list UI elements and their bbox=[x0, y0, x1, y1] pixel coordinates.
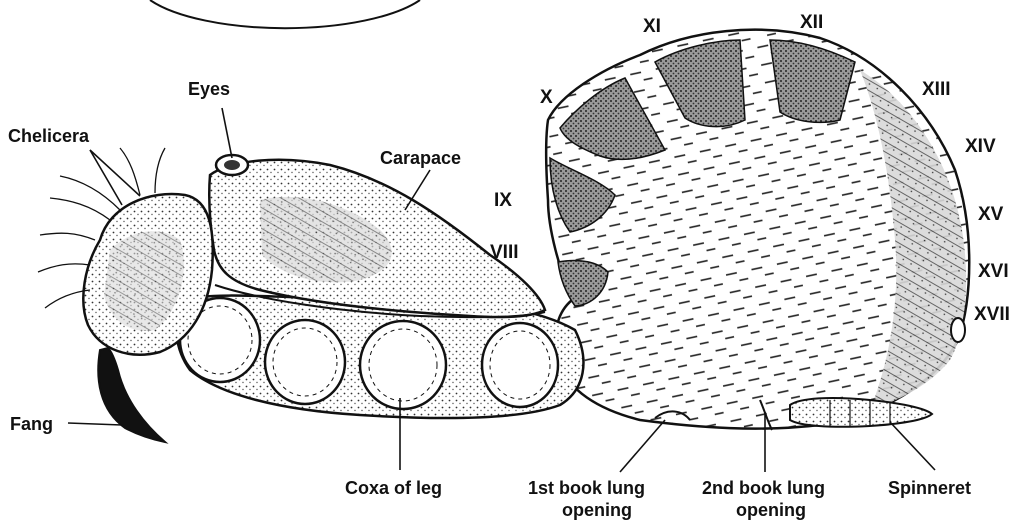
coxa-4 bbox=[482, 323, 558, 407]
label-book-lung-1-line1: 1st book lung bbox=[528, 478, 645, 498]
coxa-2 bbox=[265, 320, 345, 404]
coxa-3 bbox=[360, 321, 446, 409]
leader-chelicera-2 bbox=[90, 150, 140, 196]
spinneret bbox=[790, 398, 932, 427]
leader-spinneret bbox=[890, 422, 935, 470]
label-spinneret: Spinneret bbox=[888, 478, 971, 498]
top-circle-outline bbox=[150, 0, 420, 28]
segment-label-xiii: XIII bbox=[922, 79, 951, 100]
segment-label-xvi: XVI bbox=[978, 261, 1009, 282]
segment-label-ix: IX bbox=[494, 190, 512, 211]
segment-label-xiv: XIV bbox=[965, 136, 996, 157]
label-fang: Fang bbox=[10, 414, 53, 434]
segment-label-xvii: XVII bbox=[974, 304, 1010, 325]
abdomen bbox=[546, 30, 969, 430]
leader-book-lung-1 bbox=[620, 420, 665, 472]
leader-fang bbox=[68, 423, 122, 425]
segment-label-xi: XI bbox=[643, 16, 661, 37]
segment-label-x: X bbox=[540, 87, 553, 108]
segment-label-xv: XV bbox=[978, 204, 1004, 225]
leader-eyes bbox=[222, 108, 232, 158]
chelicera bbox=[38, 148, 213, 442]
label-book-lung-2-line1: 2nd book lung bbox=[702, 478, 825, 498]
leader-chelicera-1 bbox=[90, 150, 122, 205]
label-chelicera: Chelicera bbox=[8, 126, 90, 146]
label-book-lung-2-line2: opening bbox=[736, 500, 806, 520]
label-carapace: Carapace bbox=[380, 148, 461, 168]
label-eyes: Eyes bbox=[188, 79, 230, 99]
segment-label-xii: XII bbox=[800, 12, 823, 33]
label-book-lung-1-line2: opening bbox=[562, 500, 632, 520]
segment-label-viii: VIII bbox=[490, 242, 519, 263]
label-coxa-of-leg: Coxa of leg bbox=[345, 478, 442, 498]
fang-shape bbox=[98, 348, 165, 442]
